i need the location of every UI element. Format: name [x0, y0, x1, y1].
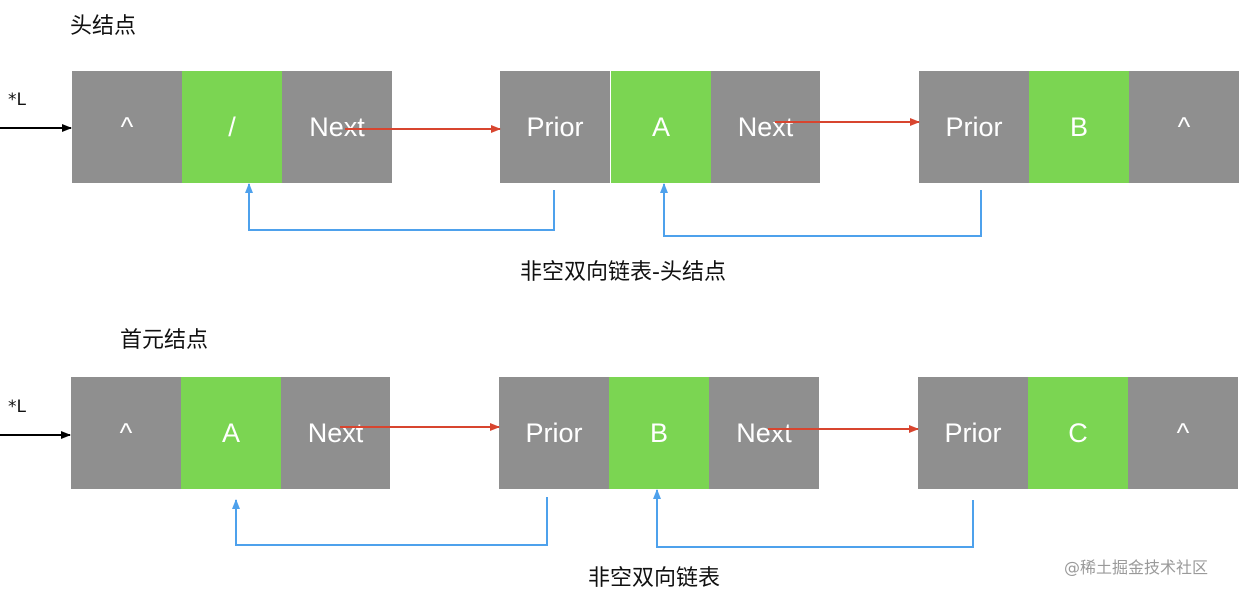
- list-pointer-label-2: *L: [8, 397, 26, 417]
- node-3-prior-field: Prior: [919, 71, 1029, 183]
- node-2-next-field: Next: [711, 71, 820, 183]
- node-3-prior-field-2: Prior: [918, 377, 1028, 489]
- prior-arrow-2-to-1-second: [232, 497, 548, 546]
- list-pointer-label: *L: [8, 90, 26, 110]
- first-node-list-caption: 非空双向链表: [588, 566, 721, 591]
- node-1-prior-field: ^: [72, 71, 182, 183]
- first-node-title: 首元结点: [120, 328, 209, 353]
- node-1-prior-field-2: ^: [71, 377, 181, 489]
- node-1-next-field: Next: [282, 71, 392, 183]
- watermark: @稀土掘金技术社区: [1064, 558, 1209, 577]
- node-3-data-field: B: [1029, 71, 1129, 183]
- node-1-next-field-2: Next: [281, 377, 390, 489]
- node-2-prior-field: Prior: [500, 71, 610, 183]
- node-2-data-field: A: [611, 71, 711, 183]
- node-2-next-field-2: Next: [709, 377, 819, 489]
- node-2-prior-field-2: Prior: [499, 377, 609, 489]
- node-1-data-field-2: A: [181, 377, 281, 489]
- node-2-data-field-2: B: [609, 377, 709, 489]
- node-3-next-field: ^: [1129, 71, 1239, 183]
- node-3-data-field-2: C: [1028, 377, 1128, 489]
- node-1-data-field: /: [182, 71, 282, 183]
- head-node-title: 头结点: [70, 14, 137, 39]
- prior-arrow-3-to-2-second: [653, 489, 974, 548]
- prior-arrow-3-to-2: [660, 183, 982, 237]
- node-3-next-field-2: ^: [1128, 377, 1238, 489]
- prior-arrow-2-to-1: [245, 183, 555, 231]
- head-node-list-caption: 非空双向链表-头结点: [520, 260, 726, 285]
